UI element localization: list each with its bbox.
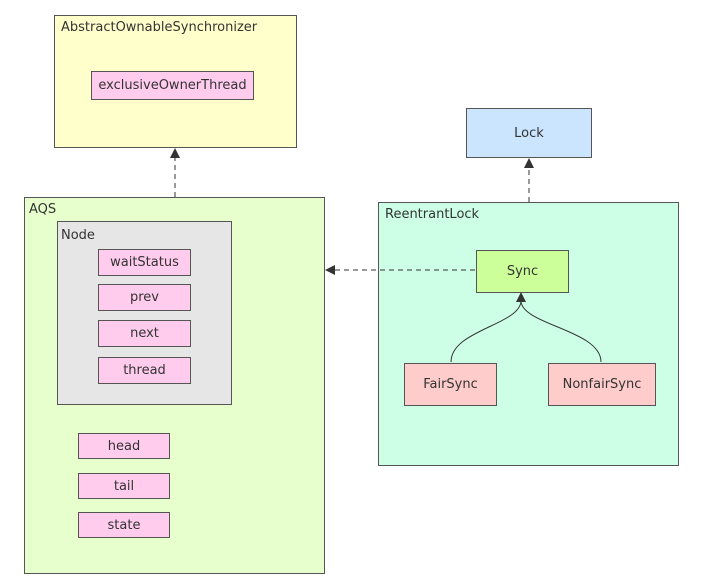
reentrant-lock-title: ReentrantLock bbox=[385, 207, 480, 222]
nonfair-sync-extends-sync-curve bbox=[520, 300, 602, 363]
thread-field: thread bbox=[98, 357, 191, 384]
tail-field: tail bbox=[78, 473, 170, 499]
aqs-box: AQS Node waitStatus prev next thread hea… bbox=[24, 197, 325, 574]
abstract-ownable-synchronizer-box: AbstractOwnableSynchronizer exclusiveOwn… bbox=[54, 15, 297, 148]
state-field: state bbox=[78, 512, 170, 538]
head-field: head bbox=[78, 433, 170, 459]
exclusive-owner-thread-field: exclusiveOwnerThread bbox=[91, 71, 254, 100]
node-box: Node waitStatus prev next thread bbox=[57, 221, 232, 405]
wait-status-field: waitStatus bbox=[98, 249, 191, 276]
next-field: next bbox=[98, 320, 191, 347]
abstract-ownable-synchronizer-title: AbstractOwnableSynchronizer bbox=[61, 20, 258, 35]
fair-sync-extends-sync-curve bbox=[450, 300, 522, 363]
sync-inheritance-arrowhead bbox=[516, 292, 526, 302]
reentrant-lock-box: ReentrantLock Sync FairSync NonfairSync bbox=[378, 202, 679, 466]
lock-box: Lock bbox=[466, 108, 592, 158]
node-title: Node bbox=[61, 228, 95, 243]
nonfair-sync-box: NonfairSync bbox=[548, 363, 656, 406]
fair-sync-box: FairSync bbox=[404, 363, 497, 406]
aqs-title: AQS bbox=[29, 202, 57, 217]
sync-box: Sync bbox=[476, 250, 569, 293]
prev-field: prev bbox=[98, 284, 191, 311]
